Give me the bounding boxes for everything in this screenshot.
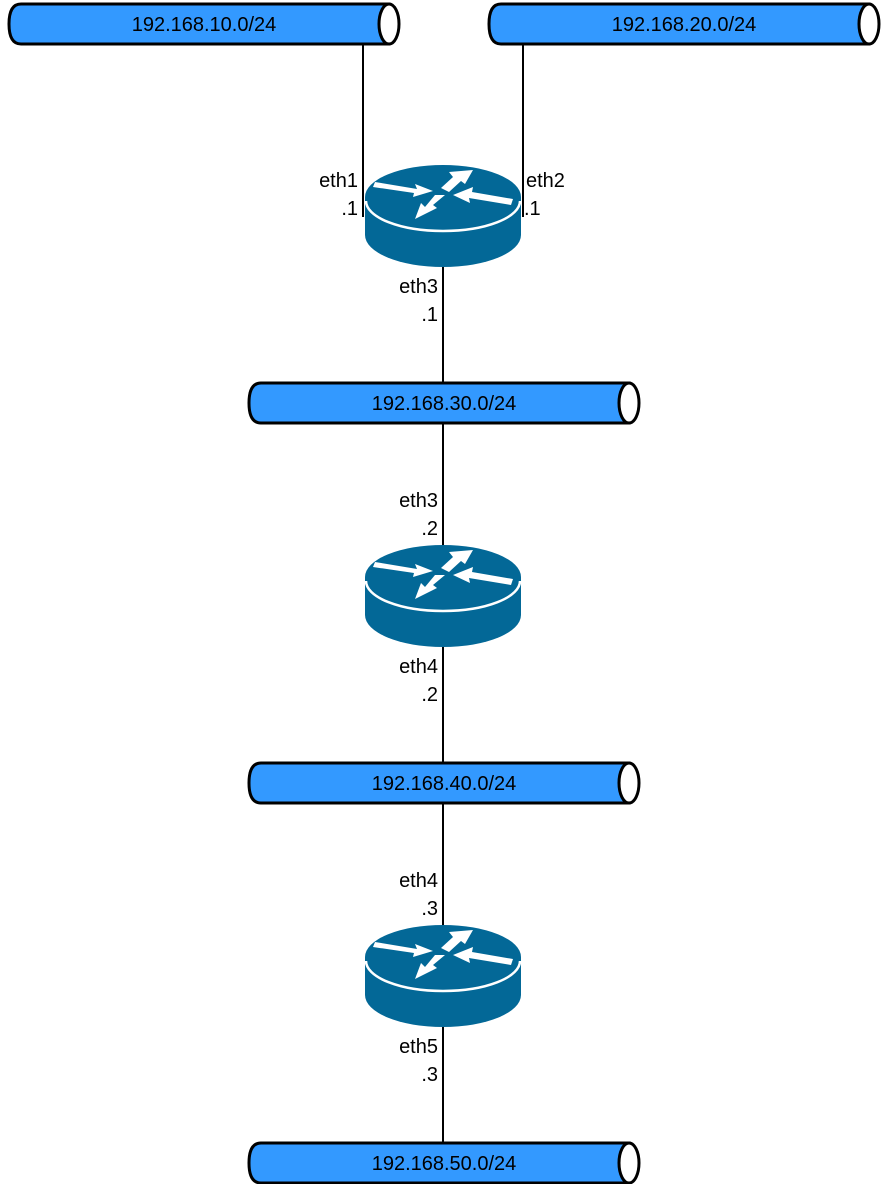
network-label: 192.168.10.0/24 bbox=[132, 14, 277, 36]
links bbox=[362, 43, 524, 1143]
interface-address: .3 bbox=[421, 1064, 438, 1086]
interface-address: .1 bbox=[341, 198, 358, 220]
interface-name: eth1 bbox=[319, 170, 358, 192]
network-192-168-50[interactable]: 192.168.50.0/24 bbox=[247, 1141, 641, 1184]
router-icon[interactable] bbox=[363, 923, 523, 1029]
network-label: 192.168.30.0/24 bbox=[372, 393, 517, 415]
interface-name: eth4 bbox=[399, 870, 438, 892]
interface-address: .3 bbox=[421, 898, 438, 920]
network-label: 192.168.40.0/24 bbox=[372, 773, 517, 795]
router-icon[interactable] bbox=[363, 543, 523, 649]
network-192-168-20[interactable]: 192.168.20.0/24 bbox=[487, 2, 881, 46]
interface-address: .2 bbox=[421, 684, 438, 706]
network-192-168-30[interactable]: 192.168.30.0/24 bbox=[247, 381, 641, 425]
interface-address: .1 bbox=[421, 304, 438, 326]
interface-name: eth5 bbox=[399, 1036, 438, 1058]
interface-name: eth3 bbox=[399, 490, 438, 512]
interface-name: eth3 bbox=[399, 276, 438, 298]
interface-name: eth2 bbox=[526, 170, 565, 192]
router-icon[interactable] bbox=[363, 163, 523, 269]
interface-name: eth4 bbox=[399, 656, 438, 678]
interface-address: .1 bbox=[524, 198, 541, 220]
network-192-168-40[interactable]: 192.168.40.0/24 bbox=[247, 761, 641, 805]
network-label: 192.168.20.0/24 bbox=[612, 14, 757, 36]
network-label: 192.168.50.0/24 bbox=[372, 1153, 517, 1175]
interface-address: .2 bbox=[421, 518, 438, 540]
network-192-168-10[interactable]: 192.168.10.0/24 bbox=[7, 2, 401, 46]
